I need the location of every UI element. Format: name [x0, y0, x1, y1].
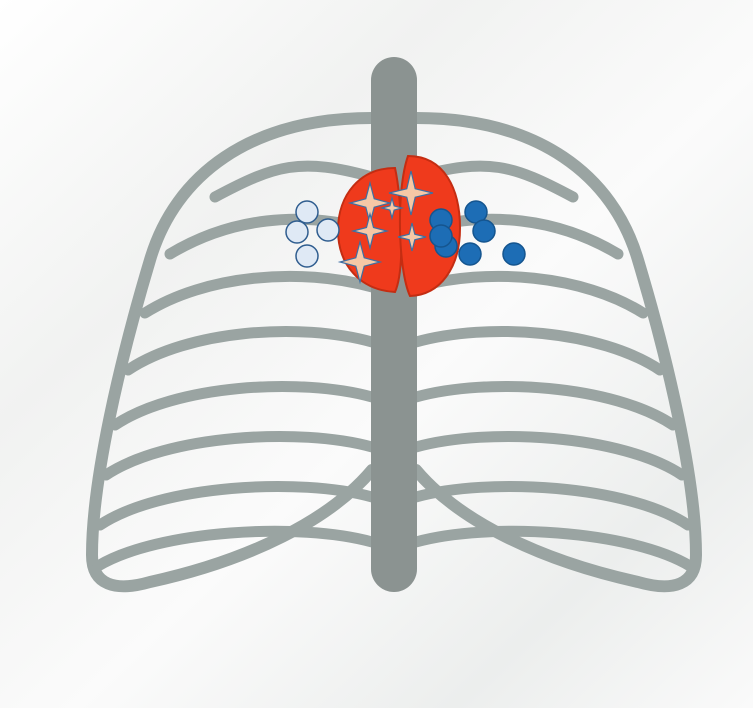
filled-circle-marker	[459, 243, 481, 265]
filled-circle-marker	[503, 243, 525, 265]
open-circle-marker	[286, 221, 308, 243]
filled-circle-marker	[430, 225, 452, 247]
filled-circle-marker	[473, 220, 495, 242]
open-circle-marker	[296, 245, 318, 267]
spine	[371, 57, 417, 592]
open-circle-marker	[317, 219, 339, 241]
open-circle-marker	[296, 201, 318, 223]
